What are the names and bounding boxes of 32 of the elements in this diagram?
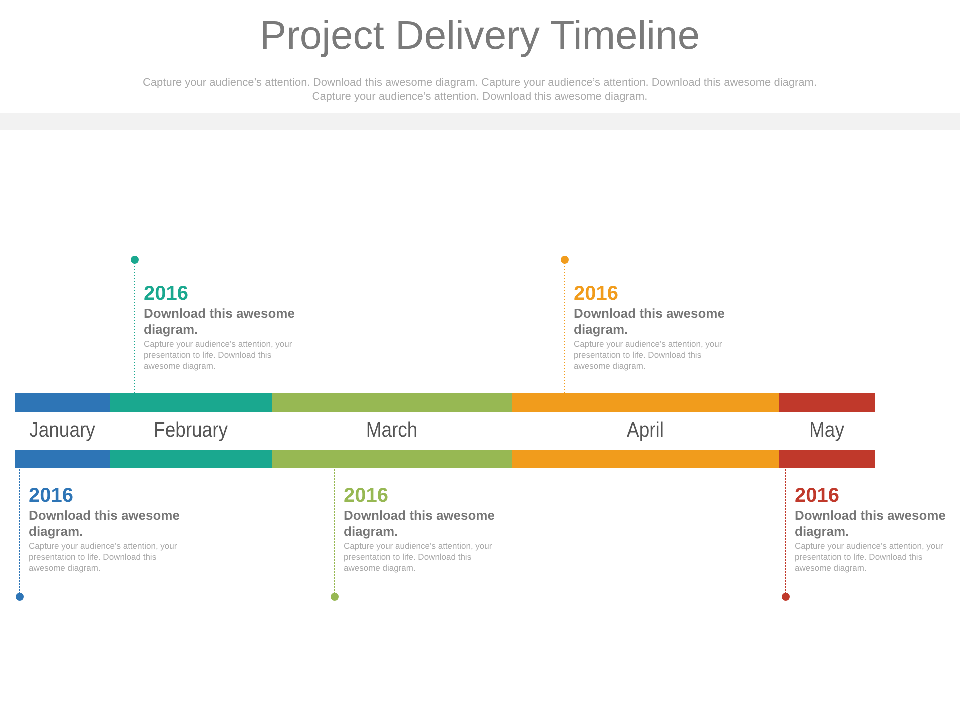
title: Project Delivery Timeline [258,14,702,59]
timeline-segment [779,393,875,468]
callout-heading: Download this awesome diagram. [144,306,295,338]
subtitle: Capture your audience’s attention. Download this awesome diagram. Capture your audience’s attention. Download this awesome diagram. Capture your audience’s attention. Download this awesome diagram. [142,76,818,104]
month-label: March [365,418,419,444]
callout-heading: Download this awesome diagram. [795,508,946,540]
callout-text: Capture your audience’s attention, your presentation to life. Download this awesome diagram. [29,541,178,574]
callout-text: Capture your audience’s attention, your presentation to life. Download this awesome diagram. [144,339,294,372]
callout-text: Capture your audience’s attention, your presentation to life. Download this awesome diagram. [795,541,944,574]
timeline-segment [512,393,779,468]
year-label: 2016 [344,484,390,508]
timeline-segment [272,393,512,468]
callout-text: Capture your audience’s attention, your presentation to life. Download this awesome diagram. [574,339,724,372]
month-label: January [28,418,96,444]
month-label: February [153,418,229,444]
year-label: 2016 [574,282,620,306]
leader-line [331,468,339,601]
callout-heading: Download this awesome diagram. [29,508,180,540]
year-label: 2016 [795,484,840,508]
timeline-segment [15,393,110,468]
leader-line [131,256,139,394]
month-label: April [626,418,665,444]
year-label: 2016 [144,282,190,306]
callout-heading: Download this awesome diagram. [574,306,725,338]
year-label: 2016 [29,484,74,508]
leader-line [782,468,790,601]
callout-text: Capture your audience’s attention, your presentation to life. Download this awesome diagram. [344,541,494,574]
leader-line [561,256,569,394]
leader-line [16,468,24,601]
timeline-segment [110,393,272,468]
month-label: May [808,418,846,444]
callout-heading: Download this awesome diagram. [344,508,495,540]
